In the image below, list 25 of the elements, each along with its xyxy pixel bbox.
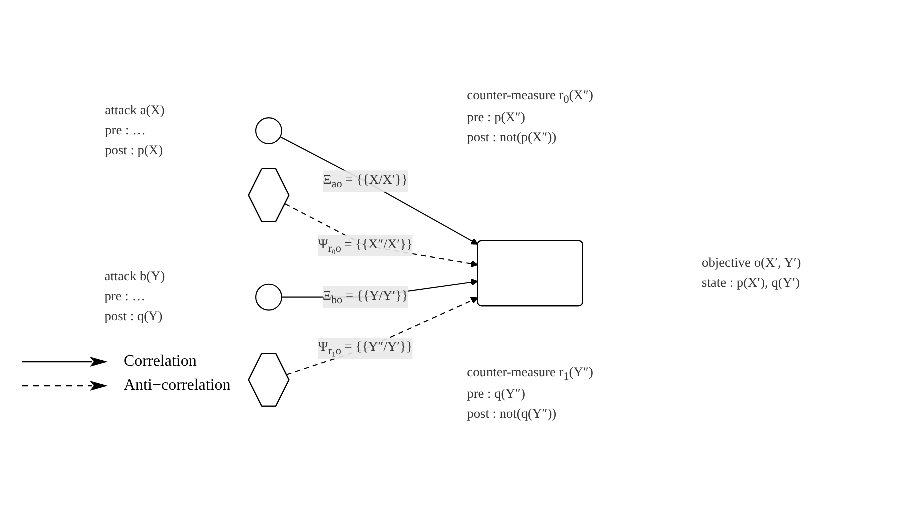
node-label: post : not(q(Y″)) — [467, 407, 557, 422]
node-label: attack b(Y) — [104, 270, 166, 284]
node-label: pre : … — [105, 123, 146, 138]
node-circle — [256, 117, 282, 144]
node-label: post : p(X) — [105, 143, 164, 158]
arrow — [286, 297, 478, 376]
node-label: post : q(Y) — [104, 310, 163, 324]
node-label: pre : … — [104, 290, 146, 304]
node-label: pre : q(Y″) — [467, 387, 526, 402]
node-label: state : p(X′), q(Y′) — [702, 276, 800, 290]
node-label: objective o(X′, Y′) — [702, 256, 802, 270]
legend-text: Anti−correlation — [124, 377, 231, 395]
arrow — [280, 136, 479, 245]
node-label: pre : p(X″) — [467, 110, 526, 125]
node-circle — [256, 284, 282, 311]
node-label: post : not(p(X″)) — [467, 130, 557, 145]
edge-label: Ξ$_{ao}$ = {{X/X′}} — [323, 173, 408, 190]
edge-label: Ξ$_{bo}$ = {{Y/Y′}} — [322, 288, 408, 306]
node-label: attack a(X) — [105, 103, 165, 118]
node-label: counter-measure r$_{0}$(X″) — [467, 88, 594, 106]
edge-label: Ψ$_{r₀o}$ = {{X″/X′}} — [318, 237, 413, 254]
edge-label: Ψ$_{r₁o}$ = {{Y″/Y′}} — [318, 340, 413, 358]
arrow — [285, 204, 478, 268]
node-label: counter-measure r$_{1}$(Y″) — [467, 365, 594, 382]
legend-text: Correlation — [124, 353, 197, 371]
